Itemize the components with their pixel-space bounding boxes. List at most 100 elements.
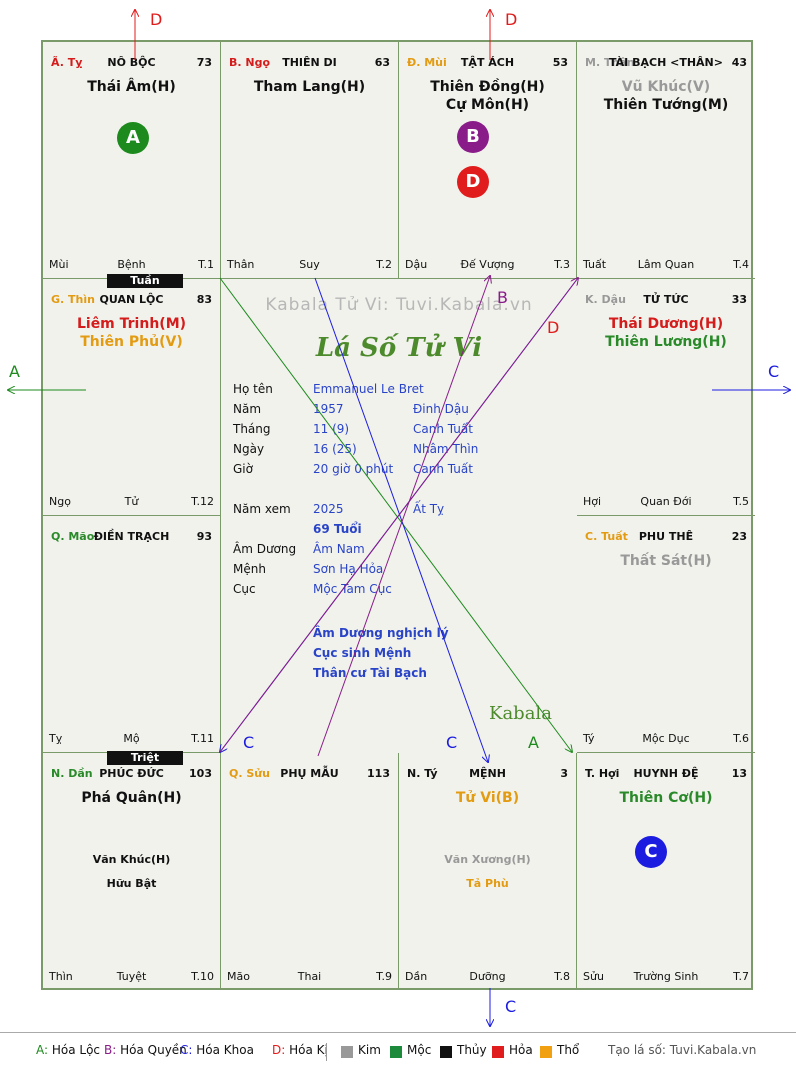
site-credit: Tạo lá số: Tuvi.Kabala.vn [608, 1043, 757, 1057]
info-label: Cục [233, 582, 256, 596]
note-line: Thân cư Tài Bạch [313, 666, 427, 680]
hoa-arrow-label: A [9, 362, 20, 381]
info-value-2: Canh Tuất [413, 422, 473, 436]
triet-badge: Triệt [107, 751, 183, 765]
main-stars: Thiên Đồng(H)Cự Môn(H) [403, 78, 572, 114]
palace-branch: G. Thìn [51, 293, 95, 306]
main-star: Thái Âm(H) [87, 79, 176, 95]
main-star: Cự Môn(H) [445, 97, 530, 113]
legend-key: B: [104, 1043, 117, 1057]
footer-stage: Mộ [123, 732, 140, 745]
palace-name: TẬT ÁCH [460, 56, 515, 69]
footer-index: T.7 [733, 970, 749, 983]
info-label: Ngày [233, 442, 265, 456]
footer-index: T.8 [554, 970, 570, 983]
minor-stars: Văn Khúc(H)Hữu Bật [47, 848, 216, 896]
info-value: 11 (9) [313, 422, 350, 436]
info-label: Năm xem [233, 502, 291, 516]
info-value: 1957 [313, 402, 344, 416]
info-value-2: Ất Tỵ [413, 502, 445, 516]
footer-branch: Dậu [405, 258, 428, 271]
legend-hoa: D: Hóa Kị [272, 1043, 328, 1057]
footer-stage: Tử [124, 495, 139, 508]
palace-number: 33 [731, 293, 747, 306]
footer-branch: Ngọ [49, 495, 71, 508]
info-value: Mộc Tam Cục [313, 582, 392, 596]
hoa-arrow-label: C [446, 733, 458, 752]
legend-label: Hóa Lộc [51, 1043, 101, 1057]
palace-branch: Đ. Mùi [407, 56, 447, 69]
footer-stage: Mộc Dục [642, 732, 690, 745]
main-stars: Thiên Cơ(H) [581, 789, 751, 807]
info-value: 20 giờ 0 phút [313, 462, 394, 476]
palace-number: 13 [731, 767, 747, 780]
footer-stage: Đế Vượng [460, 258, 515, 271]
footer-stage: Thai [297, 970, 322, 983]
main-star: Thái Dương(H) [608, 316, 724, 332]
palace-name: MỆNH [469, 767, 506, 780]
legend-swatch [540, 1046, 552, 1058]
legend-swatch [341, 1046, 353, 1058]
info-value: Emmanuel Le Bret [313, 382, 424, 396]
palace-name: NÔ BỘC [107, 56, 156, 69]
legend-key: C: [180, 1043, 193, 1057]
main-stars: Liêm Trinh(M)Thiên Phủ(V) [47, 315, 216, 351]
hoa-arrow-label: B [497, 288, 508, 307]
footer-index: T.11 [191, 732, 214, 745]
footer-stage: Tuyệt [116, 970, 147, 983]
main-star: Phá Quân(H) [81, 790, 182, 806]
hoa-arrow-label: D [150, 10, 163, 29]
footer-index: T.4 [733, 258, 749, 271]
kabala-brand: Kabala [489, 703, 552, 724]
note-line: Cục sinh Mệnh [313, 646, 412, 660]
main-stars: Thái Âm(H) [47, 78, 216, 96]
footer-branch: Dần [405, 970, 428, 983]
legend-label: Hóa Quyền [120, 1043, 187, 1057]
footer-branch: Tý [583, 732, 595, 745]
footer-index: T.3 [554, 258, 570, 271]
footer-branch: Tỵ [49, 732, 63, 745]
info-row: Cục Mộc Tam Cục [221, 579, 577, 599]
palace-branch: Ã. Tỵ [51, 56, 83, 69]
info-value: 2025 [313, 502, 344, 516]
info-value-2: Canh Tuất [413, 462, 473, 476]
legend-swatch [492, 1046, 504, 1058]
palace-name: HUYNH ĐỆ [633, 767, 699, 780]
palace-number: 63 [374, 56, 390, 69]
arrow-diag-green [219, 277, 572, 752]
hoa-arrow-label: C [243, 733, 255, 752]
info-value-2: Đinh Dậu [413, 402, 469, 416]
hoa-circle-c: C [635, 836, 667, 868]
footer-stage: Quan Đới [640, 495, 692, 508]
footer-branch: Thân [227, 258, 255, 271]
palace-footer: Tỵ Mộ T.11 [49, 732, 214, 746]
hoa-arrow-label: D [547, 318, 560, 337]
main-star: Tử Vi(B) [455, 790, 520, 806]
legend-swatch [390, 1046, 402, 1058]
minor-star: Văn Xương(H) [444, 853, 531, 866]
hoa-arrow-label: A [528, 733, 539, 752]
main-stars: Thất Sát(H) [581, 552, 751, 570]
